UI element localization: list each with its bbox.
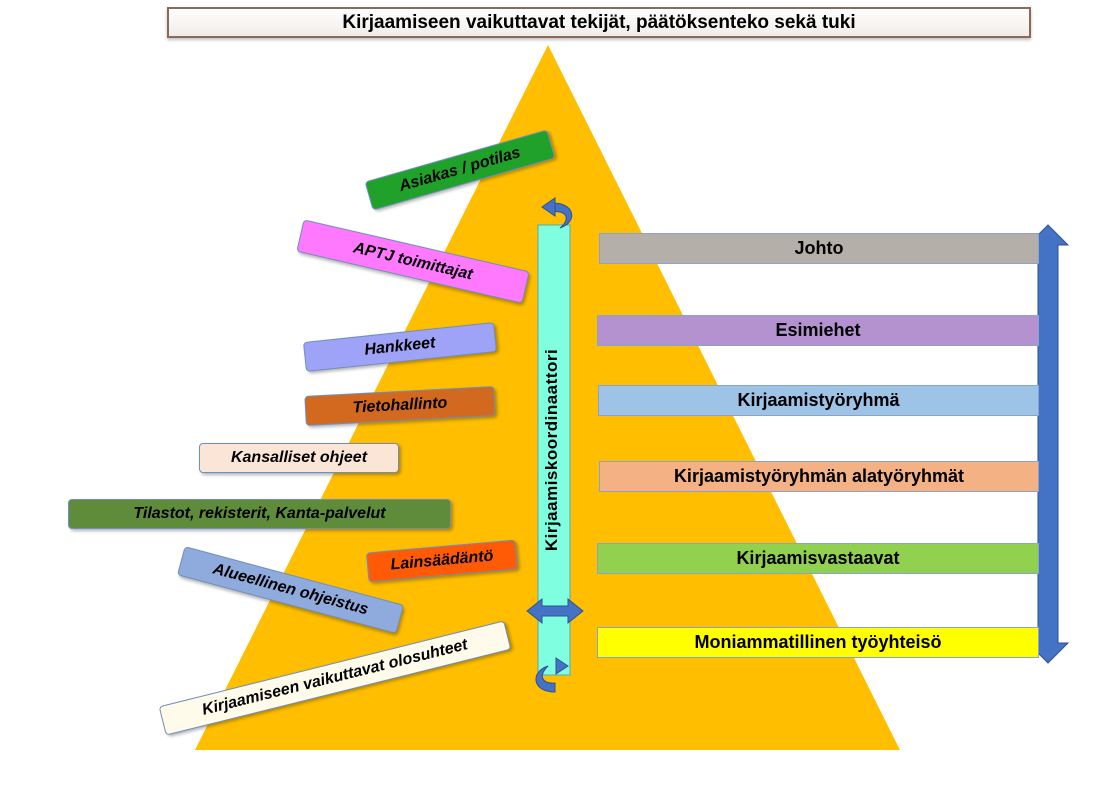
factor-kansalliset-ohjeet: Kansalliset ohjeet [199, 443, 399, 473]
factor-label: Lainsäädäntö [389, 547, 495, 574]
level-label: Kirjaamistyöryhmä [737, 390, 900, 410]
factor-label: Kansalliset ohjeet [230, 449, 368, 466]
bottom-curved-arrow [535, 665, 556, 693]
level-kirjaamisvastaavat: Kirjaamisvastaavat [597, 543, 1039, 574]
level-alatyoryhmat: Kirjaamistyöryhmän alatyöryhmät [599, 461, 1039, 492]
level-moniammatillinen: Moniammatillinen työyhteisö [597, 627, 1039, 658]
level-label: Kirjaamisvastaavat [736, 548, 900, 568]
factor-label: Tilastot, rekisterit, Kanta-palvelut [133, 505, 386, 522]
coordinator-label-box: Kirjaamiskoordinaattori [532, 340, 572, 560]
level-label: Esimiehet [775, 320, 861, 340]
level-label: Kirjaamistyöryhmän alatyöryhmät [673, 466, 965, 486]
diagram-title-text: Kirjaamiseen vaikuttavat tekijät, päätök… [342, 11, 856, 33]
factor-label: Hankkeet [363, 334, 437, 359]
horizontal-double-arrow [526, 597, 584, 625]
level-johto: Johto [599, 233, 1039, 264]
level-label: Johto [794, 238, 844, 258]
factor-tilastot: Tilastot, rekisterit, Kanta-palvelut [68, 499, 451, 529]
level-label: Moniammatillinen työyhteisö [694, 632, 942, 652]
factor-label: Tietohallinto [352, 394, 448, 417]
level-esimiehet: Esimiehet [597, 315, 1039, 346]
top-curved-arrow-head [541, 197, 556, 217]
coordinator-label: Kirjaamiskoordinaattori [542, 348, 562, 552]
top-curved-arrow [552, 202, 572, 229]
level-kirjaamistyoryhma: Kirjaamistyöryhmä [598, 385, 1039, 416]
diagram-title: Kirjaamiseen vaikuttavat tekijät, päätök… [167, 7, 1031, 38]
bottom-curved-arrow-head [555, 657, 569, 675]
coordinator-bar [537, 224, 571, 676]
